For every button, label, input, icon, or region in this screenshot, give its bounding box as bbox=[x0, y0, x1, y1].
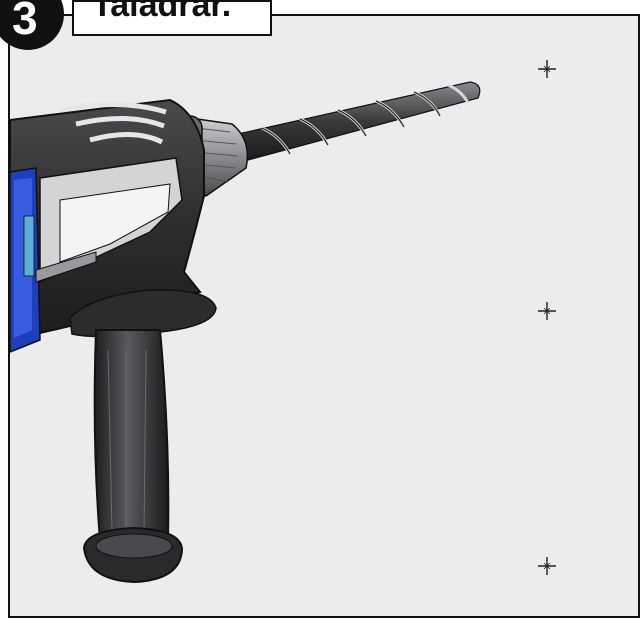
cross-marker-icon bbox=[538, 302, 556, 320]
drill-body bbox=[9, 98, 205, 354]
drill-bit bbox=[237, 81, 481, 161]
cross-marker-icon bbox=[538, 60, 556, 78]
step-title: Taladrar. bbox=[92, 0, 232, 24]
cross-marker-icon bbox=[538, 557, 556, 575]
drill-grip bbox=[82, 329, 184, 584]
step-title-box: Taladrar. bbox=[72, 0, 272, 36]
drill-drawing bbox=[9, 60, 556, 584]
